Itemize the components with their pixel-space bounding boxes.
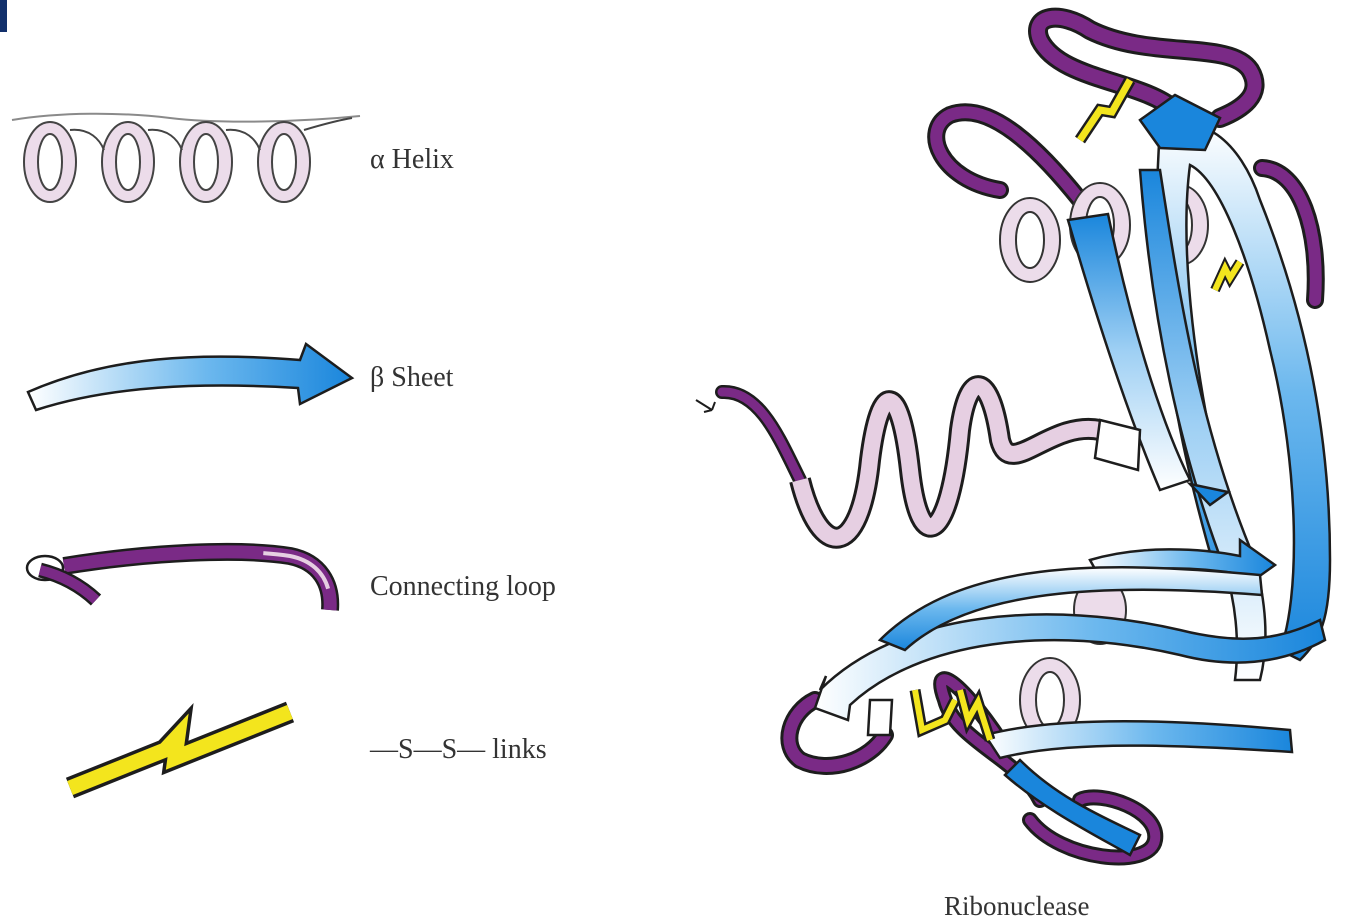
protein-name: Ribonuclease: [944, 893, 1089, 920]
terminus-arrow: [696, 400, 715, 412]
